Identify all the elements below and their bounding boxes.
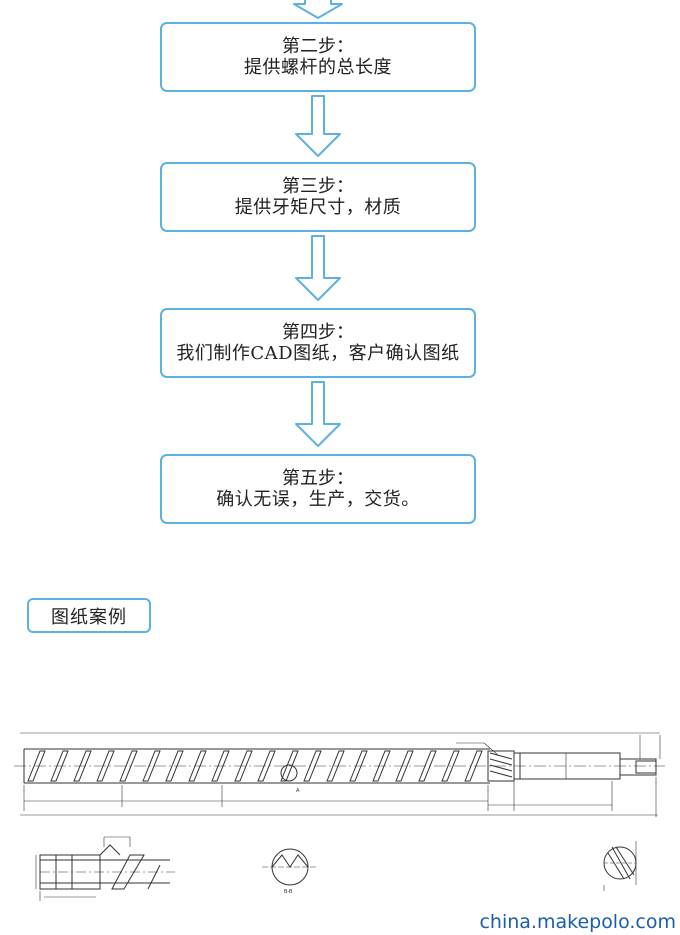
screw-flight bbox=[280, 750, 299, 782]
screw-flight bbox=[142, 750, 161, 782]
screw-flight bbox=[234, 750, 253, 782]
feed-threads bbox=[489, 752, 513, 778]
screw-flight bbox=[464, 750, 483, 782]
screw-flight bbox=[395, 750, 414, 782]
screw-flight bbox=[73, 750, 92, 782]
screw-flight bbox=[211, 750, 230, 782]
step-5-body: 确认无误，生产，交货。 bbox=[216, 489, 420, 510]
screw-flights bbox=[27, 750, 483, 782]
screw-technical-drawing: A B-B bbox=[14, 732, 665, 901]
screw-flight bbox=[257, 750, 276, 782]
section-view-b-b bbox=[262, 848, 318, 886]
step-5-title: 第五步： bbox=[282, 468, 354, 489]
step-box-2: 第二步： 提供螺杆的总长度 bbox=[160, 22, 476, 92]
detail-view-left bbox=[35, 836, 175, 901]
arrow-1 bbox=[293, 0, 343, 19]
step-box-4: 第四步： 我们制作CAD图纸，客户确认图纸 bbox=[160, 308, 476, 378]
step-4-body: 我们制作CAD图纸，客户确认图纸 bbox=[176, 343, 460, 364]
screw-flight bbox=[326, 750, 345, 782]
screw-flight bbox=[96, 750, 115, 782]
step-2-title: 第二步： bbox=[282, 36, 354, 57]
arrow-4 bbox=[295, 381, 341, 447]
screw-flight bbox=[50, 750, 69, 782]
screw-flight bbox=[441, 750, 460, 782]
screw-flight bbox=[188, 750, 207, 782]
section-title-drawing-examples: 图纸案例 bbox=[27, 598, 151, 633]
step-box-3: 第三步： 提供牙矩尺寸，材质 bbox=[160, 162, 476, 232]
screw-flight bbox=[303, 750, 322, 782]
section-label-b-b: B-B bbox=[284, 889, 293, 895]
screw-flight bbox=[372, 750, 391, 782]
detail-circle-a bbox=[280, 764, 298, 782]
step-2-body: 提供螺杆的总长度 bbox=[244, 57, 392, 78]
detail-label-a: A bbox=[296, 788, 300, 794]
step-box-5: 第五步： 确认无误，生产，交货。 bbox=[160, 454, 476, 524]
section-view-right bbox=[603, 841, 637, 891]
screw-flight bbox=[27, 750, 46, 782]
screw-flight bbox=[418, 750, 437, 782]
screw-flight bbox=[349, 750, 368, 782]
flowchart-arrows bbox=[293, 0, 343, 447]
step-3-title: 第三步： bbox=[282, 176, 354, 197]
arrow-2 bbox=[295, 95, 341, 157]
screw-flight bbox=[119, 750, 138, 782]
step-3-body: 提供牙矩尺寸，材质 bbox=[234, 197, 402, 218]
step-4-title: 第四步： bbox=[282, 322, 354, 343]
screw-flight bbox=[165, 750, 184, 782]
watermark: china.makepolo.com bbox=[479, 911, 676, 933]
arrow-3 bbox=[295, 235, 341, 301]
